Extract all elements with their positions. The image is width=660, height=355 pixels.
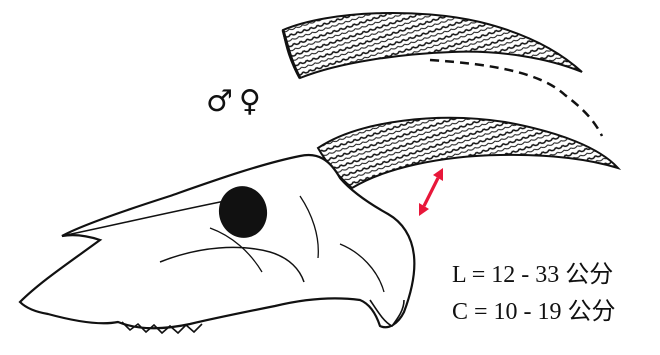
length-measurement: L = 12 - 33 公分 — [452, 254, 613, 289]
female-symbol: ♀ — [239, 84, 267, 119]
male-symbol: ♂ — [206, 84, 239, 119]
detached-horn — [283, 13, 582, 78]
circumference-measurement: C = 10 - 19 公分 — [452, 291, 616, 326]
skull-horn — [318, 118, 618, 188]
measurement-arrow — [419, 168, 443, 216]
sex-symbols: ♂♀ — [206, 84, 267, 119]
